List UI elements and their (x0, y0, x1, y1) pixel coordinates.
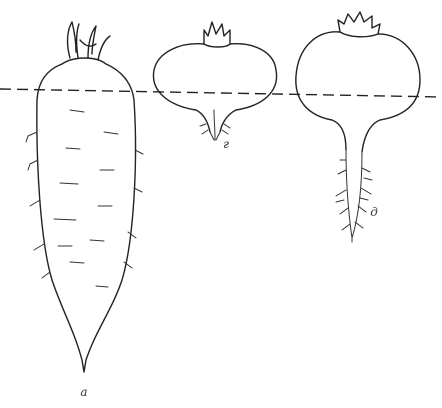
carrot-leaf-stalks (68, 22, 110, 60)
carrot-label: а (80, 385, 87, 399)
round-root-label: д (370, 205, 378, 219)
flat-root-label: г (223, 137, 229, 151)
flat-root-crown (204, 22, 230, 47)
flat-root-taproot (200, 110, 230, 140)
round-root-crown (338, 12, 380, 37)
round-root (296, 12, 420, 242)
flat-root-body-outline (153, 44, 276, 132)
soil-level-dashed-line (0, 89, 442, 97)
flat-root (153, 22, 276, 140)
carrot-body-outline (37, 64, 136, 372)
carrot-lateral-rootlets (26, 132, 143, 278)
carrot-crown (62, 58, 106, 64)
carrot-surface-rings (54, 110, 118, 287)
carrot-root (26, 22, 143, 372)
round-root-taproot (336, 150, 372, 242)
round-root-body-outline (296, 32, 420, 152)
